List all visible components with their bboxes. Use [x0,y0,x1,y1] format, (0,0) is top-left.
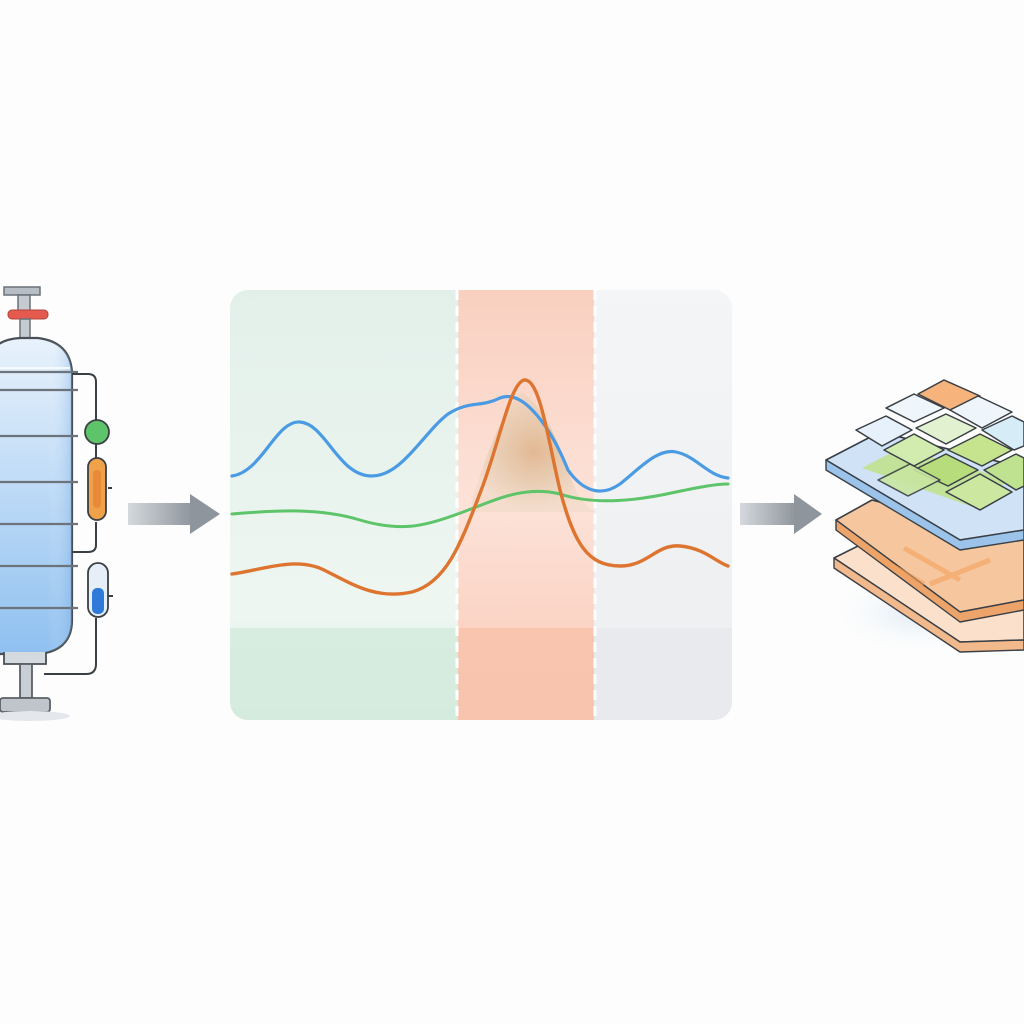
grid-tiles-layer [855,379,1024,511]
series-orange-line [230,378,730,596]
vessel-stand [19,663,33,699]
valve-cap [3,286,41,296]
series-blue-line [230,394,730,493]
vessel-rings [0,370,78,610]
green-indicator-light [84,419,110,445]
waveform-chart-icon [230,290,732,720]
vessel-foot [0,697,51,713]
valve-neck [19,318,31,340]
valve-stem [17,294,31,312]
arrow-right-icon [128,494,220,534]
arrow-right-icon-2 [740,494,822,534]
reactor-vessel-icon [0,286,113,721]
valve-handle-red [7,309,49,320]
series-green-line [230,482,730,529]
stacked-layers-icon [824,379,1024,658]
